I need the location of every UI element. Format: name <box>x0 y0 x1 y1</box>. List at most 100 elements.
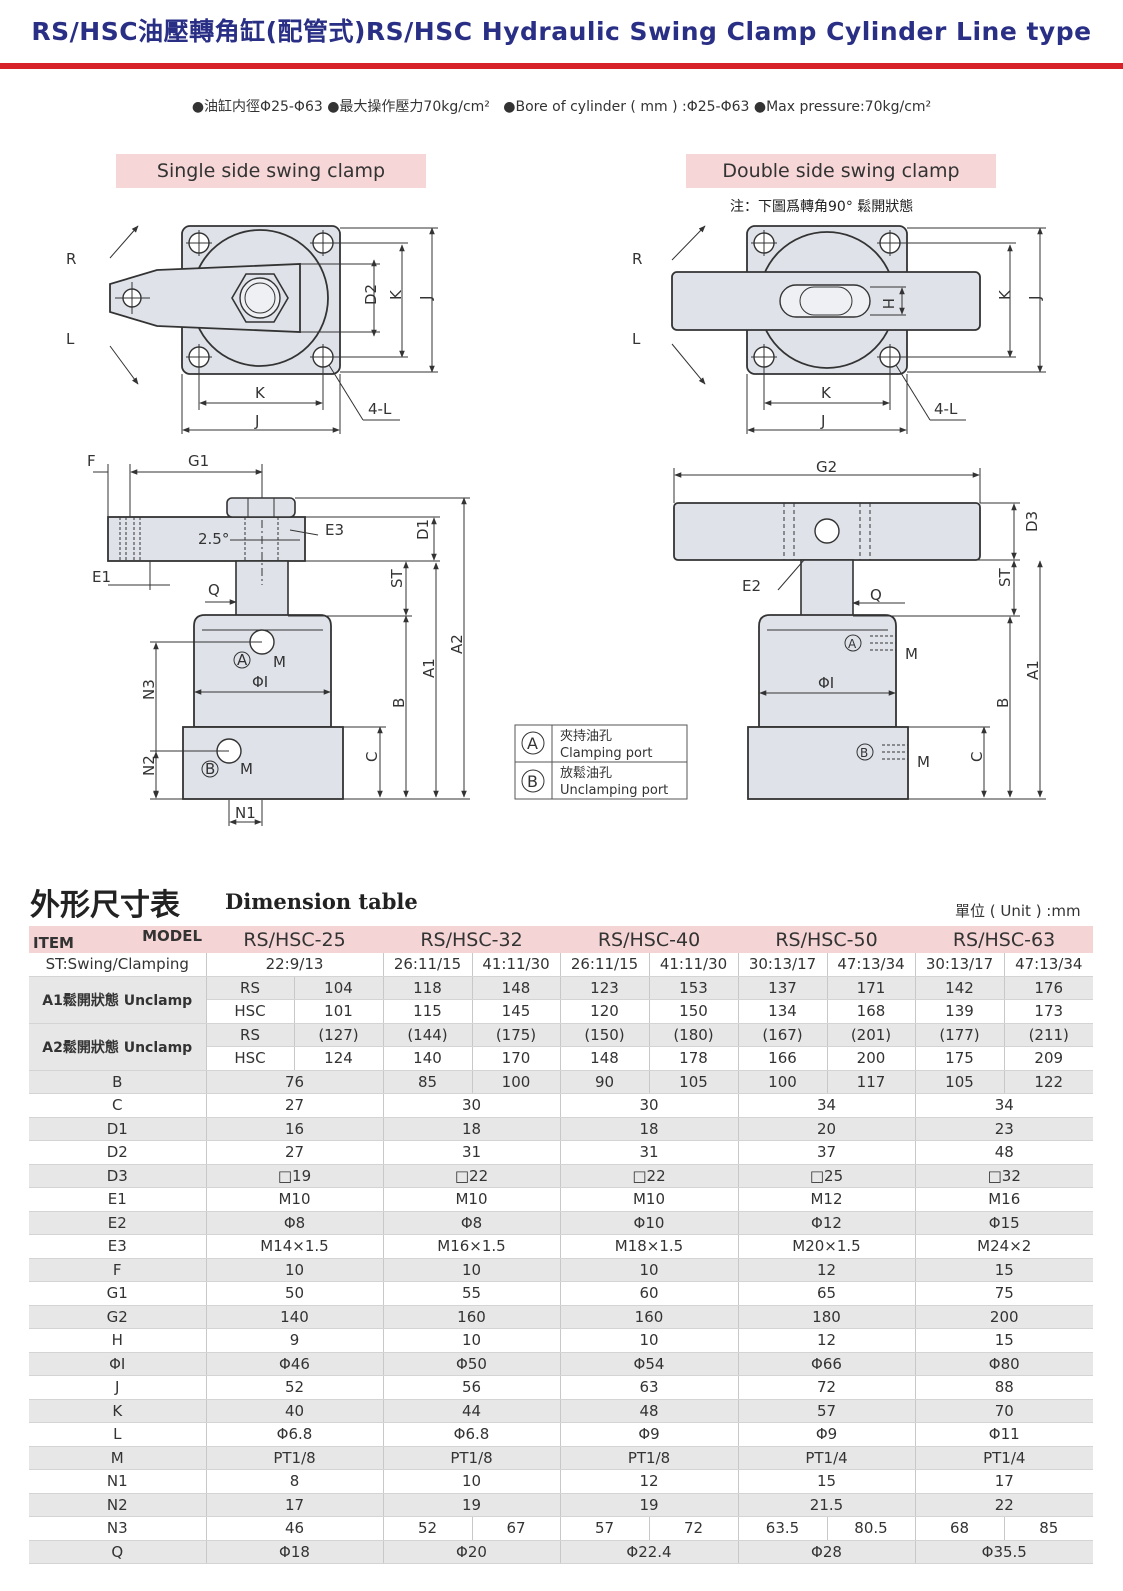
double-side-label: Double side swing clamp <box>686 154 996 188</box>
row-label: E3 <box>29 1234 207 1259</box>
table-cell: 60 <box>560 1281 739 1306</box>
page-title: RS/HSC油壓轉角缸(配管式)RS/HSC Hydraulic Swing C… <box>31 17 1092 46</box>
label-G2: G2 <box>816 458 837 476</box>
table-cell: M10 <box>383 1187 561 1212</box>
label-B: B <box>390 698 408 708</box>
table-cell: 209 <box>1004 1046 1093 1071</box>
table-cell: 8 <box>206 1469 384 1494</box>
table-cell: 76 <box>206 1070 384 1094</box>
table-cell: 168 <box>827 999 916 1024</box>
table-cell: Φ54 <box>560 1352 739 1376</box>
row-label: F <box>29 1258 207 1282</box>
table-cell: 150 <box>649 999 739 1024</box>
table-cell: (180) <box>649 1023 739 1047</box>
spec-line: ●油缸内徑Φ25-Φ63 ●最大操作壓力70kg/cm² ●Bore of cy… <box>191 99 932 115</box>
table-cell: 52 <box>383 1516 473 1541</box>
table-cell: M16 <box>915 1187 1093 1212</box>
table-cell: 37 <box>738 1140 916 1165</box>
table-cell: 122 <box>1004 1070 1093 1094</box>
table-cell: 88 <box>915 1375 1093 1400</box>
table-cell: Φ6.8 <box>383 1422 561 1447</box>
table-cell: 100 <box>472 1070 561 1094</box>
table-cell: 180 <box>738 1305 916 1329</box>
table-cell: 148 <box>560 1046 650 1071</box>
model-header: RS/HSC-50 <box>738 926 915 953</box>
table-cell: 21.5 <box>738 1493 916 1517</box>
table-cell: 10 <box>560 1328 739 1353</box>
table-cell: 140 <box>206 1305 384 1329</box>
label-PhiI-double: ΦI <box>818 674 834 692</box>
table-cell: 41:11/30 <box>649 953 739 977</box>
table-header-row: ITEM MODEL RS/HSC-25 RS/HSC-32 RS/HSC-40… <box>29 926 1093 953</box>
table-cell: PT1/4 <box>738 1446 916 1470</box>
table-row: D3□19□22□22□25□32 <box>29 1164 1093 1188</box>
label-J-double-vert: J <box>1026 296 1044 301</box>
table-cell: PT1/8 <box>206 1446 384 1470</box>
table-cell: 176 <box>1004 976 1093 1000</box>
row-sub-label: HSC <box>206 999 295 1024</box>
row-label: ΦI <box>29 1352 207 1376</box>
table-cell: Φ9 <box>560 1422 739 1447</box>
row-sub-label: RS <box>206 1023 295 1047</box>
table-cell: 104 <box>294 976 384 1000</box>
label-4L-double: 4-L <box>934 400 958 418</box>
table-cell: 148 <box>472 976 561 1000</box>
label-K-double: K <box>821 384 832 402</box>
dimension-table: ITEM MODEL RS/HSC-25 RS/HSC-32 RS/HSC-40… <box>29 926 1093 1564</box>
table-cell: 72 <box>649 1516 739 1541</box>
label-C: C <box>363 752 381 762</box>
legend-a-letter: A <box>527 734 538 753</box>
title-underline-bar <box>0 63 1123 69</box>
label-C-double: C <box>968 752 986 762</box>
table-cell: 72 <box>738 1375 916 1400</box>
table-cell: 173 <box>1004 999 1093 1024</box>
table-cell: 30:13/17 <box>915 953 1005 977</box>
table-cell: 134 <box>738 999 828 1024</box>
table-cell: 85 <box>1004 1516 1093 1541</box>
table-cell: M12 <box>738 1187 916 1212</box>
model-header: RS/HSC-32 <box>383 926 560 953</box>
legend-b-letter: B <box>527 772 538 791</box>
double-side-view <box>673 468 1046 800</box>
table-cell: Φ12 <box>738 1211 916 1235</box>
label-4L: 4-L <box>368 400 392 418</box>
table-cell: 15 <box>738 1469 916 1494</box>
table-cell: 22:9/13 <box>206 953 384 977</box>
table-cell: 70 <box>915 1399 1093 1423</box>
table-cell: 57 <box>560 1516 650 1541</box>
table-cell: Φ10 <box>560 1211 739 1235</box>
label-port-B: B <box>205 760 215 778</box>
dimension-title-cn: 外形尺寸表 <box>30 888 180 923</box>
label-angle: 2.5° <box>198 530 229 548</box>
label-E2: E2 <box>742 577 761 595</box>
single-side-label: Single side swing clamp <box>116 154 426 188</box>
table-cell: 22 <box>915 1493 1093 1517</box>
table-cell: □19 <box>206 1164 384 1188</box>
row-label: E1 <box>29 1187 207 1212</box>
label-H: H <box>879 298 897 309</box>
label-K-double-vert: K <box>996 289 1014 300</box>
row-label: K <box>29 1399 207 1423</box>
table-cell: 55 <box>383 1281 561 1306</box>
table-cell: 9 <box>206 1328 384 1353</box>
table-cell: 178 <box>649 1046 739 1071</box>
table-cell: PT1/8 <box>560 1446 739 1470</box>
single-top-view <box>109 225 438 434</box>
table-cell: Φ6.8 <box>206 1422 384 1447</box>
table-cell: Φ11 <box>915 1422 1093 1447</box>
table-cell: □25 <box>738 1164 916 1188</box>
